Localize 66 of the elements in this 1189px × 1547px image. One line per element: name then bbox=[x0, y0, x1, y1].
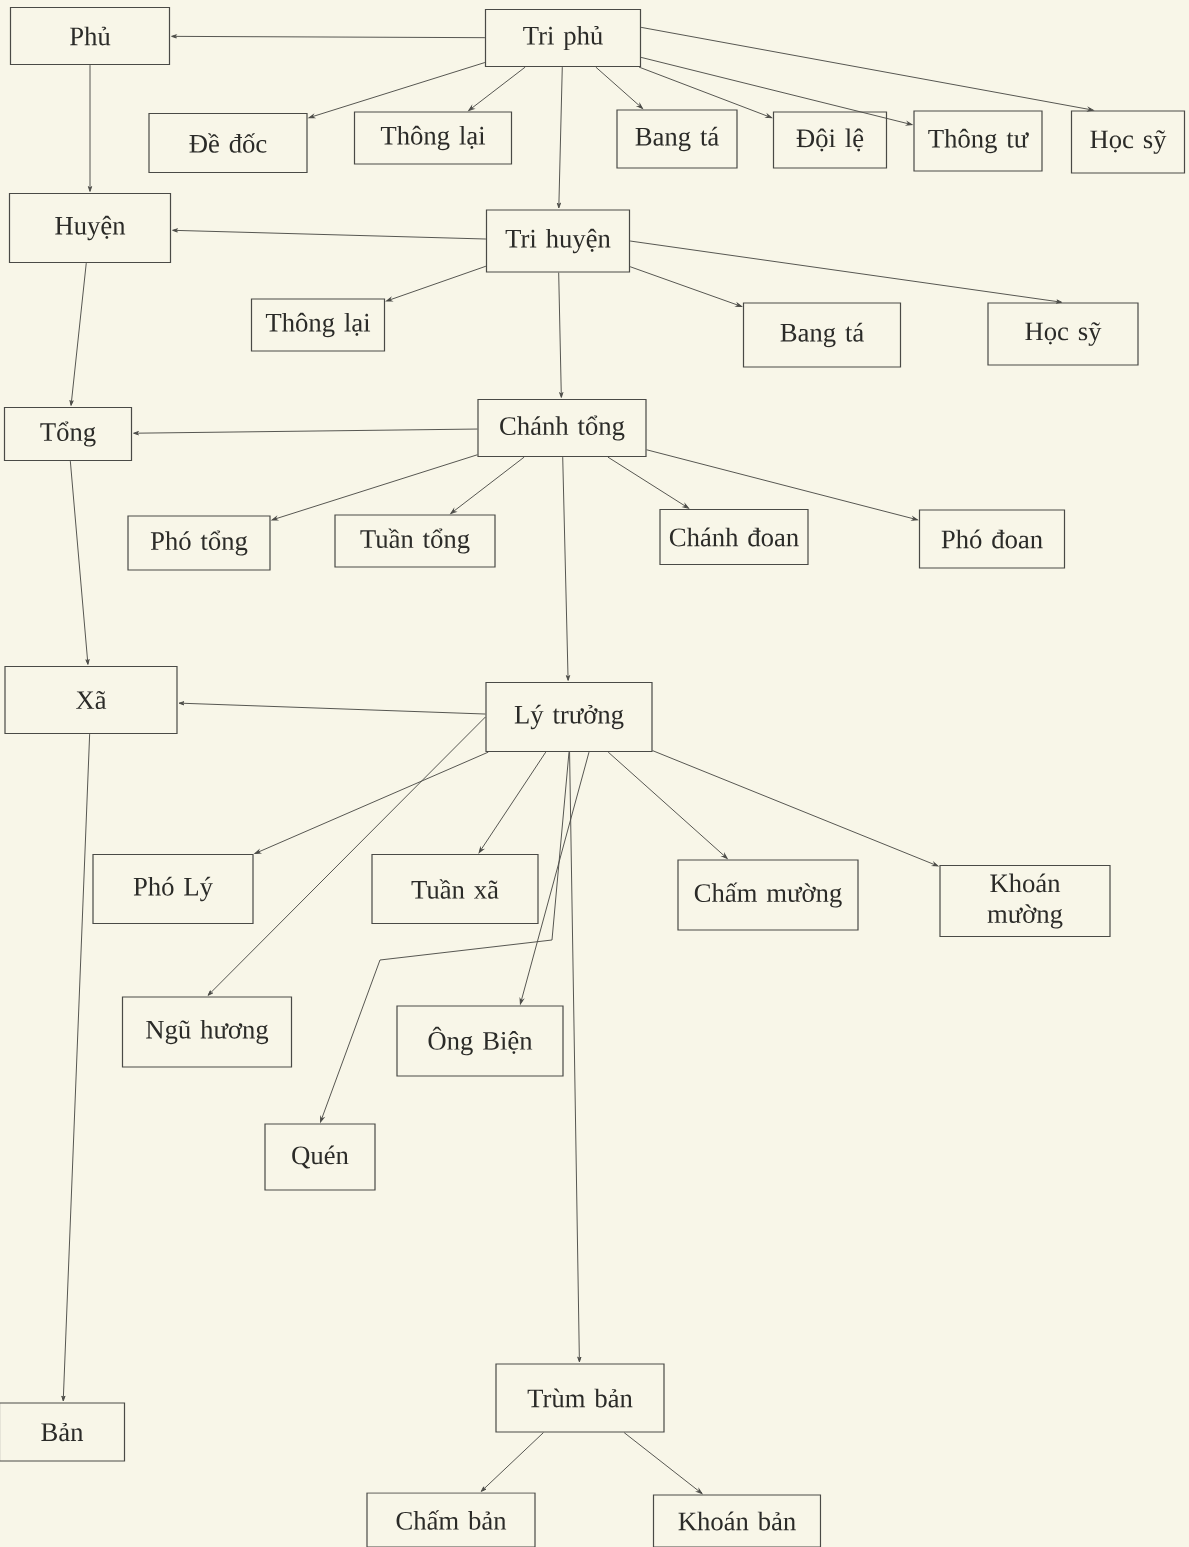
box: Phó Lý bbox=[92, 853, 254, 925]
arrow bbox=[638, 66, 772, 119]
box: Tuần tổng bbox=[334, 514, 496, 568]
box: Phó đoan bbox=[918, 509, 1066, 569]
box: Bang tá bbox=[742, 302, 902, 368]
arrow bbox=[172, 228, 487, 240]
box: Bản bbox=[0, 1402, 126, 1462]
box: Quén bbox=[264, 1123, 376, 1191]
box: Khoán mường bbox=[939, 864, 1111, 938]
box: Khoán bản bbox=[652, 1494, 822, 1547]
arrow bbox=[386, 265, 487, 302]
arrow bbox=[468, 66, 526, 111]
arrow bbox=[480, 1432, 544, 1492]
arrow bbox=[171, 34, 486, 39]
arrow bbox=[450, 456, 525, 514]
box: Trùm bản bbox=[495, 1363, 665, 1433]
box: Tuần xã bbox=[371, 853, 539, 925]
arrow bbox=[556, 66, 563, 209]
box: Đội lệ bbox=[772, 111, 888, 169]
box: Thông lại bbox=[353, 111, 513, 165]
arrow bbox=[629, 240, 1062, 304]
arrow bbox=[646, 449, 918, 521]
box: Huyện bbox=[8, 192, 172, 264]
arrow bbox=[640, 26, 1094, 112]
box: Bang tá bbox=[616, 109, 738, 169]
arrow bbox=[133, 428, 478, 436]
arrow bbox=[558, 272, 564, 398]
arrow bbox=[254, 751, 489, 854]
arrow bbox=[178, 701, 486, 715]
arrow bbox=[640, 56, 913, 126]
arrow bbox=[595, 66, 643, 109]
arrow bbox=[207, 716, 486, 996]
box: Tri huyện bbox=[485, 209, 631, 273]
box: Thông tư bbox=[913, 110, 1043, 172]
arrow bbox=[652, 750, 939, 867]
box: Thông lại bbox=[250, 298, 386, 352]
arrow bbox=[308, 62, 486, 119]
box: Tri phủ bbox=[484, 8, 642, 68]
arrow bbox=[569, 751, 582, 1363]
box: Chánh tổng bbox=[477, 398, 647, 458]
box: Phủ bbox=[9, 6, 171, 66]
arrow bbox=[478, 751, 547, 854]
box: Ngũ hương bbox=[121, 996, 293, 1068]
arrow bbox=[87, 64, 93, 192]
arrow bbox=[607, 751, 728, 859]
arrow bbox=[69, 460, 90, 665]
arrow bbox=[519, 751, 590, 1005]
box: Chấm mường bbox=[677, 859, 859, 931]
box: Tổng bbox=[3, 406, 133, 462]
arrow bbox=[562, 456, 571, 681]
box: Lý trưởng bbox=[485, 681, 653, 753]
box: Chấm bản bbox=[366, 1492, 536, 1547]
arrow bbox=[69, 262, 87, 406]
arrow bbox=[623, 1432, 703, 1494]
box: Ông Biện bbox=[396, 1005, 564, 1077]
box: Học sỹ bbox=[1070, 110, 1186, 174]
arrow bbox=[320, 751, 570, 1123]
box: Xã bbox=[4, 665, 178, 735]
box: Phó tổng bbox=[127, 515, 271, 571]
arrow bbox=[61, 733, 91, 1402]
arrow bbox=[629, 266, 742, 307]
arrow bbox=[271, 454, 478, 521]
arrow bbox=[607, 456, 689, 509]
box: Học sỹ bbox=[987, 302, 1139, 366]
box: Đề đốc bbox=[148, 112, 308, 174]
box: Chánh đoan bbox=[659, 508, 809, 566]
